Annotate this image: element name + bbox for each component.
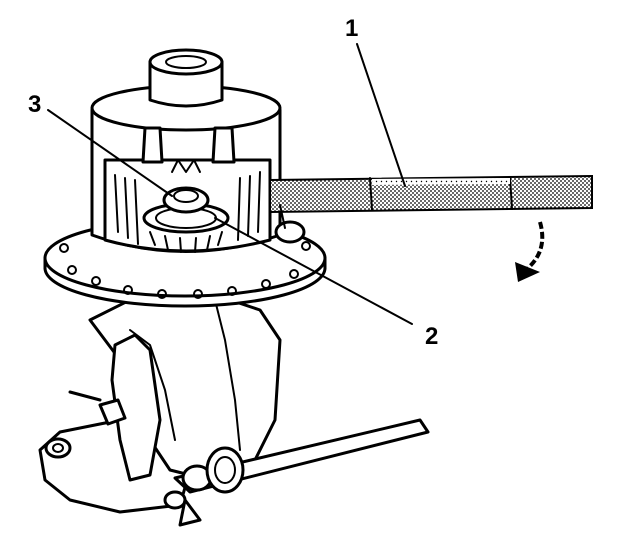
leader-line-2 — [214, 217, 413, 325]
leader-line-3 — [47, 109, 173, 197]
differential-case — [43, 48, 327, 308]
bench-vise — [38, 293, 430, 527]
leader-line-1 — [356, 43, 406, 187]
flange-bolt-holes — [59, 241, 311, 299]
rotation-direction-arrow — [515, 221, 545, 282]
tool-bar — [269, 174, 593, 244]
callout-labels: 1 2 3 — [28, 15, 438, 350]
pinion-gear — [162, 186, 210, 214]
leader-lines — [47, 43, 413, 325]
callout-number-3: 3 — [28, 91, 41, 118]
callout-number-1: 1 — [345, 15, 358, 42]
callout-number-2: 2 — [425, 323, 438, 350]
